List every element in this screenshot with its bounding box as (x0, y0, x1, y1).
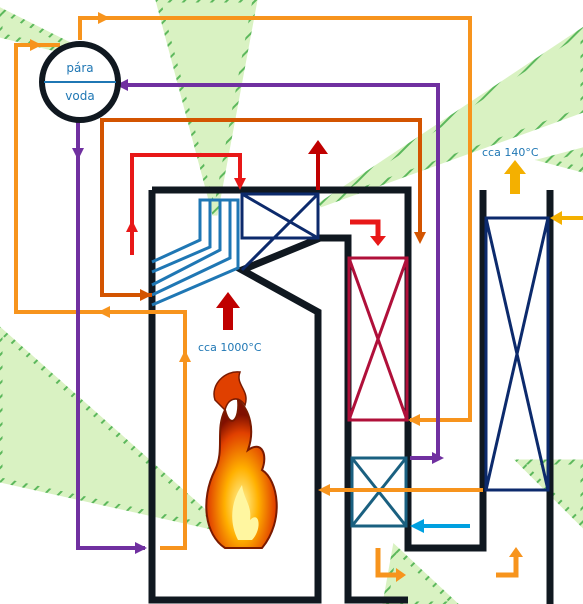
furnace-temperature-label: cca 1000°C (198, 341, 262, 354)
exhaust-temperature-label: cca 140°C (482, 146, 539, 159)
superheater-coil (151, 198, 240, 307)
beam-right-top (318, 26, 583, 208)
exhaust-arrow (504, 160, 526, 194)
circulation-line (72, 79, 444, 554)
steam-line (126, 153, 246, 255)
beam-top (155, 0, 258, 216)
beam-right-mid (535, 147, 583, 173)
hot-gas-arrows (216, 140, 386, 330)
economizer-box (347, 256, 409, 422)
drum-top-label: pára (66, 61, 93, 75)
flame-icon (205, 371, 278, 549)
reheater-box (240, 192, 320, 272)
beam-left-bottom (0, 326, 234, 535)
bottom-flow-arrows (375, 547, 523, 582)
cold-air-arrows (410, 211, 583, 533)
stack-heater-box (484, 216, 550, 492)
steam-drum-icon: pára voda (39, 41, 121, 123)
feedwater-line (14, 12, 483, 550)
furnace-outer-wall (152, 186, 487, 552)
drum-bottom-label: voda (65, 89, 94, 103)
superheated-line (100, 118, 426, 301)
boiler-walls (148, 186, 554, 604)
furnace-left-wall (148, 190, 408, 604)
